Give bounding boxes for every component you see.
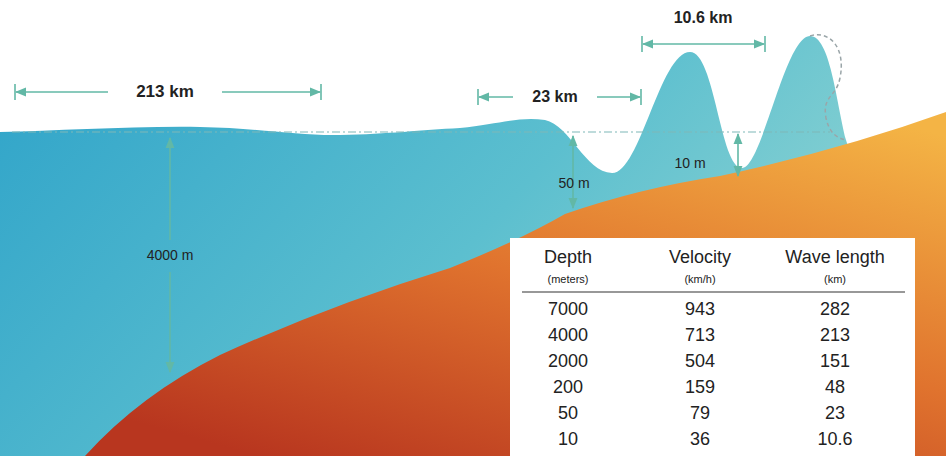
table-cell: 48 [825,378,845,398]
dimension-line [643,43,764,45]
dimension-tick [641,36,643,52]
table-rule [522,291,905,292]
table-cell: 713 [685,326,715,346]
depth-label: 50 m [558,176,589,191]
table-header: Velocity [669,248,731,268]
depth-arrow [572,136,574,208]
table-cell: 282 [820,300,850,320]
table-header: Depth [544,248,592,268]
dimension-tick [477,89,479,105]
dimension-line [222,91,320,93]
table-cell: 10.6 [817,430,852,450]
dimension-tick [320,84,322,100]
table-cell: 151 [820,352,850,372]
table-cell: 943 [685,300,715,320]
table-cell: 504 [685,352,715,372]
dimension-tick [14,84,16,100]
dimension-line [479,96,513,98]
table-cell: 50 [558,404,578,424]
dimension-line [597,96,640,98]
table-cell: 159 [685,378,715,398]
sea-floor [85,112,946,456]
dimension-tick [640,89,642,105]
depth-arrow [169,138,171,240]
table-cell: 213 [820,326,850,346]
dimension-tick [764,36,766,52]
dimension-label: 10.6 km [670,9,737,27]
dimension-label: 213 km [132,83,198,102]
table-cell: 23 [825,404,845,424]
table-unit: (km) [824,273,846,285]
depth-label: 10 m [674,156,705,171]
table-unit: (meters) [548,273,589,285]
depth-arrow [737,134,739,176]
table-cell: 7000 [548,300,588,320]
table-unit: (km/h) [684,273,715,285]
table-cell: 2000 [548,352,588,372]
still-water-level [12,131,830,132]
table-cell: 200 [553,378,583,398]
depth-label: 4000 m [147,248,194,263]
table-cell: 10 [558,430,578,450]
dimension-label: 23 km [528,88,581,106]
table-cell: 79 [690,404,710,424]
depth-arrow [169,272,171,372]
dimension-line [16,91,108,93]
table-cell: 36 [690,430,710,450]
table-header: Wave length [785,248,884,268]
table-panel [510,238,915,456]
table-cell: 4000 [548,326,588,346]
ocean-water [0,36,946,456]
wave-curl-outline [810,35,846,140]
